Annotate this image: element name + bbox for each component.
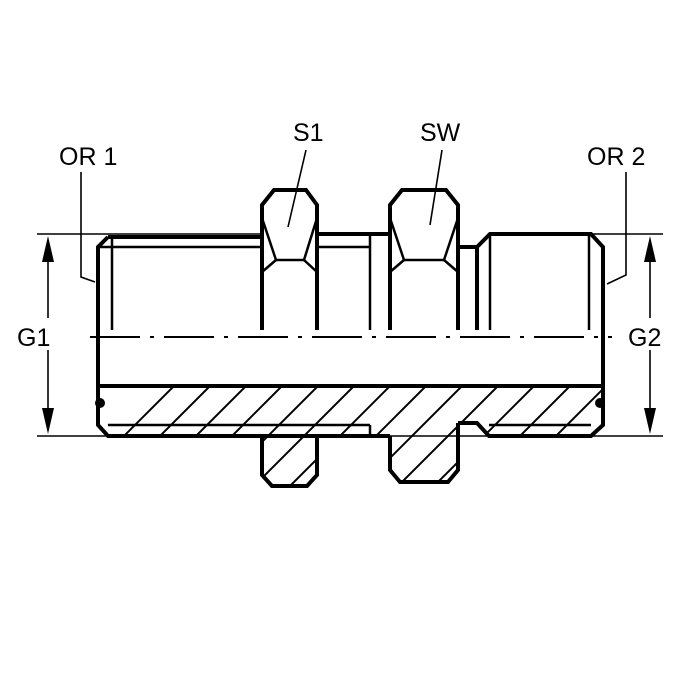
hatch-line [239, 386, 361, 486]
hatch-line [672, 380, 700, 500]
hatch-line [98, 386, 181, 486]
label-sw: SW [420, 119, 461, 147]
label-or1: OR 1 [59, 143, 117, 171]
hex-sw [388, 188, 460, 484]
hatch-line [491, 386, 603, 486]
o-ring-right [595, 398, 605, 408]
dimension-g1 [42, 236, 54, 434]
hatch-line [275, 386, 397, 486]
label-s1: S1 [293, 119, 324, 147]
body-outline [96, 232, 605, 438]
label-or2: OR 2 [587, 143, 645, 171]
o-ring-left [95, 398, 105, 408]
label-g2: G2 [628, 324, 661, 352]
hatch-line [131, 386, 253, 486]
dimension-g2 [644, 236, 656, 434]
hatch-line [527, 386, 603, 486]
label-g1: G1 [17, 324, 50, 352]
hatch-line [98, 386, 217, 486]
extension-lines [37, 233, 663, 437]
hatch-line [455, 386, 577, 486]
hatch-line [563, 386, 603, 486]
hex-s1 [260, 188, 319, 488]
leader-lines [80, 149, 627, 285]
hatch-line [636, 380, 700, 500]
